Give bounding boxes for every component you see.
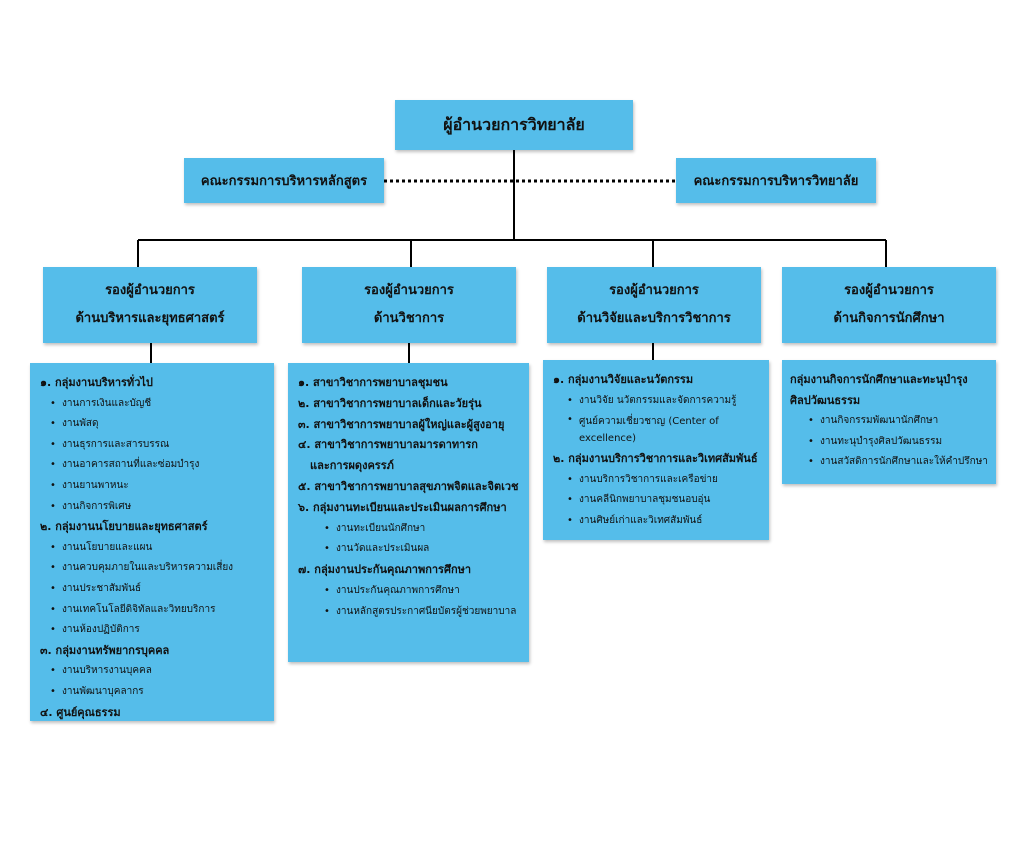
committee-right-box: คณะกรรมการบริหารวิทยาลัย — [676, 158, 876, 203]
deputy-title: รองผู้อำนวยการ — [609, 283, 699, 298]
list-item: งานวัดและประเมินผล — [298, 539, 521, 560]
director-title: ผู้อำนวยการวิทยาลัย — [443, 114, 585, 134]
deputy-area: ด้านวิจัยและบริการวิชาการ — [577, 311, 731, 326]
list-item: งานวิจัย นวัตกรรมและจัดการความรู้ — [553, 391, 761, 412]
deputy-admin-box: รองผู้อำนวยการ ด้านบริหารและยุทธศาสตร์ — [43, 267, 257, 343]
group-heading: ๖. กลุ่มงานทะเบียนและประเมินผลการศึกษา — [298, 500, 507, 514]
list-item: งานการเงินและบัญชี — [40, 394, 266, 415]
deputy-title: รองผู้อำนวยการ — [105, 283, 195, 298]
admin-units-box: ๑. กลุ่มงานบริหารทั่วไป งานการเงินและบัญ… — [30, 363, 274, 721]
list-item: งานธุรการและสารบรรณ — [40, 435, 266, 456]
group-heading: ๔. สาขาวิชาการพยาบาลมารดาทารก — [298, 438, 478, 452]
director-box: ผู้อำนวยการวิทยาลัย — [395, 100, 633, 150]
list-item: งานกิจการพิเศษ — [40, 497, 266, 518]
group-heading: ๒. กลุ่มงานบริการวิชาการและวิเทศสัมพันธ์ — [553, 452, 758, 466]
deputy-area: ด้านวิชาการ — [373, 311, 445, 326]
group-heading: ๑. สาขาวิชาการพยาบาลชุมชน — [298, 376, 448, 389]
list-item: งานศิษย์เก่าและวิเทศสัมพันธ์ — [553, 511, 761, 532]
list-item: งานประชาสัมพันธ์ — [40, 579, 266, 600]
group-heading: ๒. สาขาวิชาการพยาบาลเด็กและวัยรุ่น — [298, 396, 482, 410]
list-item: งานพัฒนาบุคลากร — [40, 682, 266, 703]
group-heading-continued: และการผดุงครรภ์ — [310, 459, 394, 473]
list-item: งานสวัสดิการนักศึกษาและให้คำปรึกษา — [790, 452, 988, 473]
deputy-title: รองผู้อำนวยการ — [364, 283, 454, 298]
list-item: งานทะนุบำรุงศิลปวัฒนธรรม — [790, 432, 988, 453]
list-item: งานเทคโนโลยีดิจิทัลและวิทยบริการ — [40, 600, 266, 621]
group-heading: ๓. สาขาวิชาการพยาบาลผู้ใหญ่และผู้สูงอายุ — [298, 417, 505, 431]
list-item-line: ศูนย์ความเชี่ยวชาญ (Center of — [579, 416, 719, 428]
list-item: งานบริการวิชาการและเครือข่าย — [553, 470, 761, 491]
group-heading: ๗. กลุ่มงานประกันคุณภาพการศึกษา — [298, 563, 472, 577]
list-item: งานนโยบายและแผน — [40, 538, 266, 559]
deputy-academic-box: รองผู้อำนวยการ ด้านวิชาการ — [302, 267, 516, 343]
list-item-line: excellence) — [579, 433, 636, 445]
deputy-area: ด้านบริหารและยุทธศาสตร์ — [75, 311, 225, 326]
list-item: งานยานพาหนะ — [40, 476, 266, 497]
group-heading: ๑. กลุ่มงานบริหารทั่วไป — [40, 376, 153, 389]
deputy-student-box: รองผู้อำนวยการ ด้านกิจการนักศึกษา — [782, 267, 996, 343]
list-item: งานบริหารงานบุคคล — [40, 661, 266, 682]
group-heading: กลุ่มงานกิจการนักศึกษาและทะนุบำรุง — [790, 373, 968, 386]
academic-units-box: ๑. สาขาวิชาการพยาบาลชุมชน ๒. สาขาวิชาการ… — [288, 363, 529, 662]
deputy-area: ด้านกิจการนักศึกษา — [833, 311, 945, 326]
student-affairs-units-box: กลุ่มงานกิจการนักศึกษาและทะนุบำรุง ศิลปว… — [782, 360, 996, 484]
list-item: งานกิจกรรมพัฒนานักศึกษา — [790, 411, 988, 432]
group-heading: ๕. สาขาวิชาการพยาบาลสุขภาพจิตและจิตเวช — [298, 479, 519, 493]
research-units-box: ๑. กลุ่มงานวิจัยและนวัตกรรม งานวิจัย นวั… — [543, 360, 769, 540]
list-item: งานทะเบียนนักศึกษา — [298, 519, 521, 540]
list-item: งานคลีนิกพยาบาลชุมชนอบอุ่น — [553, 490, 761, 511]
list-item: งานประกันคุณภาพการศึกษา — [298, 581, 521, 602]
committee-left-label: คณะกรรมการบริหารหลักสูตร — [200, 174, 368, 189]
deputy-research-box: รองผู้อำนวยการ ด้านวิจัยและบริการวิชาการ — [547, 267, 761, 343]
committee-right-label: คณะกรรมการบริหารวิทยาลัย — [693, 174, 859, 189]
list-item: งานควบคุมภายในและบริหารความเสี่ยง — [40, 558, 266, 579]
group-heading-continued: ศิลปวัฒนธรรม — [790, 393, 861, 407]
group-heading: ๓. กลุ่มงานทรัพยากรบุคคล — [40, 643, 170, 657]
list-item: ศูนย์ความเชี่ยวชาญ (Center of excellence… — [553, 411, 761, 449]
committee-left-box: คณะกรรมการบริหารหลักสูตร — [184, 158, 384, 203]
list-item: งานห้องปฏิบัติการ — [40, 620, 266, 641]
list-item: งานอาคารสถานที่และซ่อมบำรุง — [40, 455, 266, 476]
group-heading: ๔. ศูนย์คุณธรรม — [40, 705, 121, 719]
group-heading: ๑. กลุ่มงานวิจัยและนวัตกรรม — [553, 373, 694, 386]
group-heading: ๒. กลุ่มงานนโยบายและยุทธศาสตร์ — [40, 520, 208, 534]
list-item: งานหลักสูตรประกาศนียบัตรผู้ช่วยพยาบาล — [298, 602, 521, 623]
list-item: งานพัสดุ — [40, 414, 266, 435]
deputy-title: รองผู้อำนวยการ — [844, 283, 934, 298]
